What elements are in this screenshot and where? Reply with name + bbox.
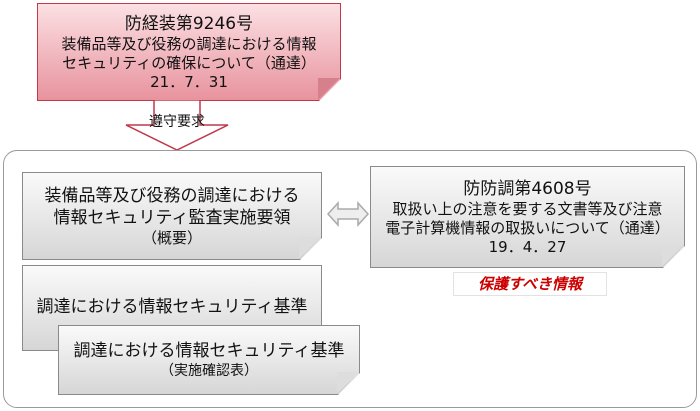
protected-information-label: 保護すべき情報 — [453, 272, 607, 296]
notice-date: 21．7．31 — [150, 72, 228, 91]
checklist-document: 調達における情報セキュリティ基準 （実施確認表） — [58, 325, 360, 395]
audit-guide-line2: 情報セキュリティ監査実施要領 — [53, 207, 291, 228]
top-notice-document: 防経装第9246号 装備品等及び役務の調達における情報 セキュリティの確保につい… — [37, 3, 341, 101]
document-group-container — [3, 150, 697, 408]
down-arrow-icon — [125, 100, 229, 151]
notice-title-line2: セキュリティの確保について（通達） — [62, 53, 316, 72]
audit-guide-line1: 装備品等及び役務の調達における — [44, 185, 300, 206]
folded-corner-icon — [318, 78, 340, 100]
notice-title-line1: 装備品等及び役務の調達における情報 — [61, 34, 317, 53]
checklist-title: 調達における情報セキュリティ基準 — [73, 340, 345, 361]
related-notice-title-line2: 電子計算機情報の取扱いについて（通達） — [385, 218, 670, 237]
audit-guideline-document: 装備品等及び役務の調達における 情報セキュリティ監査実施要領 （概要） — [22, 172, 322, 260]
related-notice-number: 防防調第4608号 — [463, 178, 592, 199]
notice-number: 防経装第9246号 — [124, 13, 254, 34]
related-notice-document: 防防調第4608号 取扱い上の注意を要する文書等及び注意 電子計算機情報の取扱い… — [370, 166, 685, 268]
compliance-requirement-label: 遵守要求 — [149, 114, 205, 130]
double-arrow-icon — [326, 201, 370, 227]
standard-title: 調達における情報セキュリティ基準 — [36, 297, 308, 317]
audit-guide-line3: （概要） — [141, 228, 202, 247]
related-notice-date: 19．4．27 — [488, 237, 567, 256]
related-notice-title-line1: 取扱い上の注意を要する文書等及び注意 — [392, 199, 663, 218]
checklist-subtitle: （実施確認表） — [160, 362, 258, 379]
